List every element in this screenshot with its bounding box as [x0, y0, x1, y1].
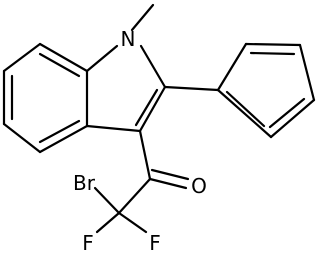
- bromine-label: Br: [73, 171, 96, 195]
- double-bond-inner: [38, 52, 81, 78]
- double-bond-inner: [249, 51, 296, 56]
- carbonyl-double-bond: [150, 168, 190, 181]
- bond: [216, 88, 273, 139]
- double-bond-inner: [134, 88, 159, 127]
- bond: [85, 44, 119, 73]
- fluorine-label: F: [149, 231, 161, 255]
- double-bond-inner: [268, 97, 306, 129]
- bond: [298, 43, 316, 102]
- bond: [38, 42, 89, 73]
- fluorine-label: F: [82, 231, 94, 255]
- nitrogen-label: N: [121, 27, 136, 51]
- bond: [117, 177, 152, 215]
- bond: [2, 122, 42, 154]
- bond: [139, 44, 167, 89]
- bond: [269, 98, 316, 139]
- bond: [244, 42, 302, 47]
- bond: [163, 85, 220, 92]
- c-f-bond: [117, 211, 148, 234]
- benzo-ring: [2, 42, 89, 154]
- c-br-bond: [93, 186, 121, 215]
- carbonyl-double-bond: [148, 177, 188, 190]
- bond: [38, 124, 89, 154]
- bond: [138, 85, 167, 133]
- bond: [138, 129, 152, 181]
- n-methyl-bond: [130, 3, 155, 32]
- double-bond-inner: [38, 119, 81, 144]
- bromodifluoroacetyl-group: [93, 129, 190, 234]
- oxygen-label: O: [191, 174, 207, 198]
- double-bond-inner: [225, 90, 266, 128]
- bond: [216, 42, 248, 92]
- pyrrole-ring: [85, 3, 167, 133]
- bond: [85, 124, 142, 133]
- bond: [2, 42, 42, 73]
- phenyl-ring: [163, 42, 316, 139]
- c-f-bond: [95, 211, 121, 234]
